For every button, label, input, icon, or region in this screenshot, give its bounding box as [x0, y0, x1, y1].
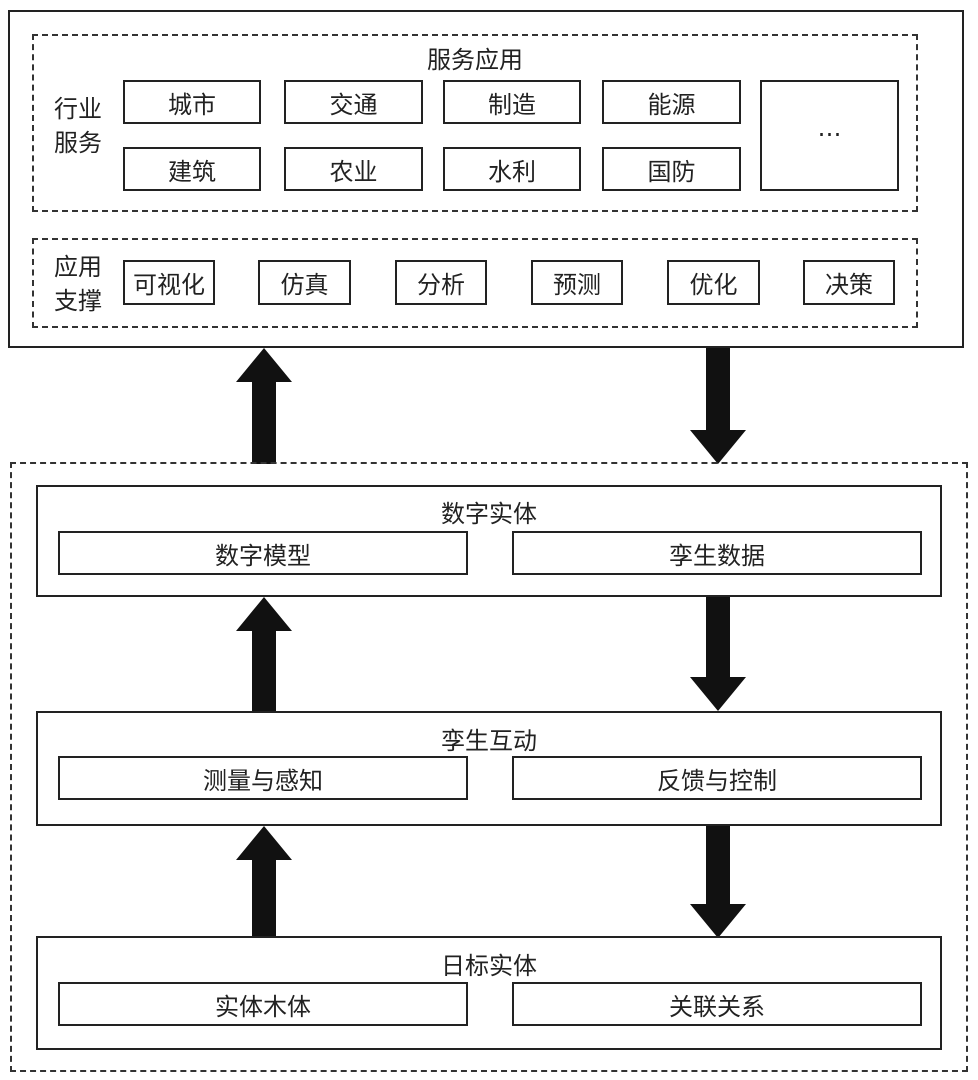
- support-item-decision: 决策: [803, 260, 895, 305]
- service-application-title: 服务应用: [427, 46, 523, 74]
- entity-ontology-box: 实体木体: [58, 982, 468, 1026]
- industry-item-construction: 建筑: [123, 147, 261, 191]
- application-support-label: 应用 支撑: [54, 250, 102, 318]
- twin-data-box: 孪生数据: [512, 531, 922, 575]
- twin-interaction-title: 孪生互动: [441, 727, 537, 755]
- twin-system-group: [10, 462, 968, 1072]
- support-item-optimization: 优化: [667, 260, 760, 305]
- industry-label-line1: 行业: [54, 95, 102, 123]
- industry-item-more: …: [760, 80, 899, 191]
- industry-item-national-defense: 国防: [602, 147, 741, 191]
- association-relation-box: 关联关系: [512, 982, 922, 1026]
- industry-item-transport: 交通: [284, 80, 423, 124]
- support-item-simulation: 仿真: [258, 260, 351, 305]
- support-item-prediction: 预测: [531, 260, 623, 305]
- digital-model-box: 数字模型: [58, 531, 468, 575]
- support-label-line2: 支撑: [54, 287, 102, 315]
- feedback-control-box: 反馈与控制: [512, 756, 922, 800]
- support-item-analysis: 分析: [395, 260, 487, 305]
- industry-item-city: 城市: [123, 80, 261, 124]
- industry-label-line2: 服务: [54, 129, 102, 157]
- industry-services-label: 行业 服务: [54, 92, 102, 160]
- industry-item-manufacturing: 制造: [443, 80, 581, 124]
- digital-entity-title: 数字实体: [441, 500, 537, 528]
- industry-item-agriculture: 农业: [284, 147, 423, 191]
- industry-item-water-conservancy: 水利: [443, 147, 581, 191]
- up-arrow-to-service: [236, 348, 292, 464]
- industry-services-group: [32, 34, 918, 212]
- target-entity-title: 日标实体: [441, 952, 537, 980]
- down-arrow-from-digital-entity: [690, 597, 746, 711]
- measurement-sensing-box: 测量与感知: [58, 756, 468, 800]
- down-arrow-from-service: [690, 348, 746, 464]
- industry-item-energy: 能源: [602, 80, 741, 124]
- up-arrow-to-twin-interaction: [236, 826, 292, 938]
- support-item-visualization: 可视化: [123, 260, 215, 305]
- down-arrow-from-twin-interaction: [690, 826, 746, 938]
- application-support-group: [32, 238, 918, 328]
- support-label-line1: 应用: [54, 253, 102, 281]
- up-arrow-to-digital-entity: [236, 597, 292, 711]
